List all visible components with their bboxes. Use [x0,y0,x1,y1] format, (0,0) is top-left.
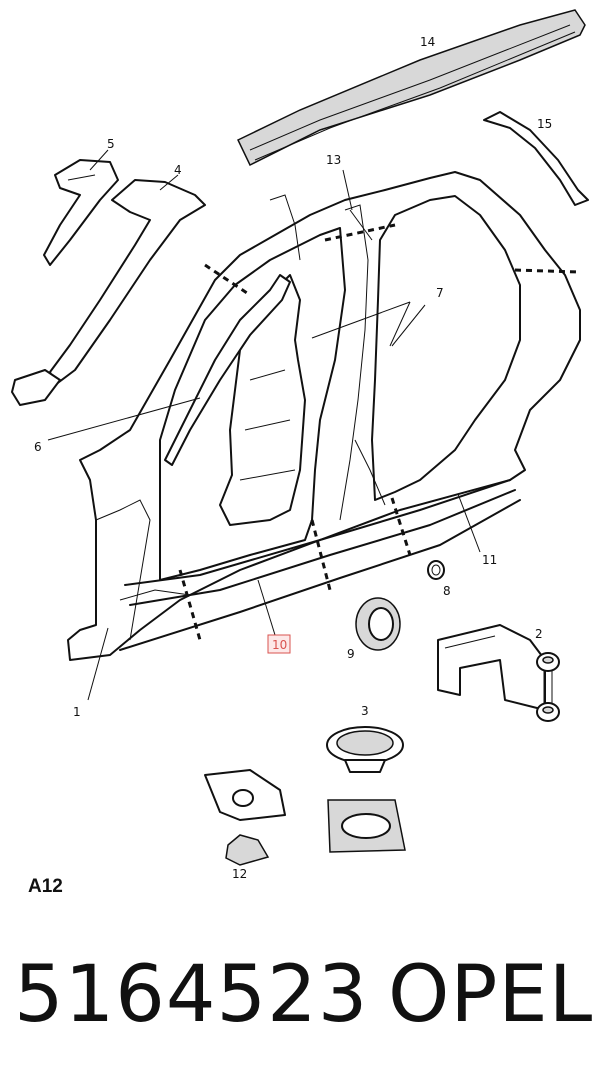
callout-1: 1 [73,705,81,719]
callout-10-highlight [267,634,291,654]
part-15-rear-strip [483,111,589,206]
cut-markers [178,223,579,641]
part-8-grommet [427,560,445,580]
part-12-plug [204,769,286,866]
callout-7: 7 [436,286,444,300]
part-4-pillar-reinforcement [11,179,206,406]
brand-name: OPEL [388,950,594,1040]
part-2-hinge-bracket [437,624,560,722]
callout-5: 5 [107,137,115,151]
body-side-frame [67,171,581,661]
part-5-pillar-upper [43,159,119,266]
callout-13: 13 [326,153,341,167]
part-3-speaker [326,726,406,853]
callout-6: 6 [34,440,42,454]
callout-9: 9 [347,647,355,661]
callout-4: 4 [174,163,182,177]
callout-8: 8 [443,584,451,598]
part-9-ring [355,597,401,651]
part-number: 5164523 [14,950,369,1040]
diagram-code: A12 [28,876,63,897]
callouts: 1 2 3 4 5 6 7 8 9 10 11 12 13 14 15 [34,35,552,881]
callout-14: 14 [420,35,435,49]
callout-10: 10 [272,638,287,652]
callout-2: 2 [535,627,543,641]
callout-3: 3 [361,704,369,718]
parts-diagram: 1 2 3 4 5 6 7 8 9 10 11 12 13 14 15 [11,9,589,881]
leader-lines [47,149,481,701]
callout-12: 12 [232,867,247,881]
part-14-roof-rail [237,9,586,167]
callout-15: 15 [537,117,552,131]
callout-11: 11 [482,553,497,567]
